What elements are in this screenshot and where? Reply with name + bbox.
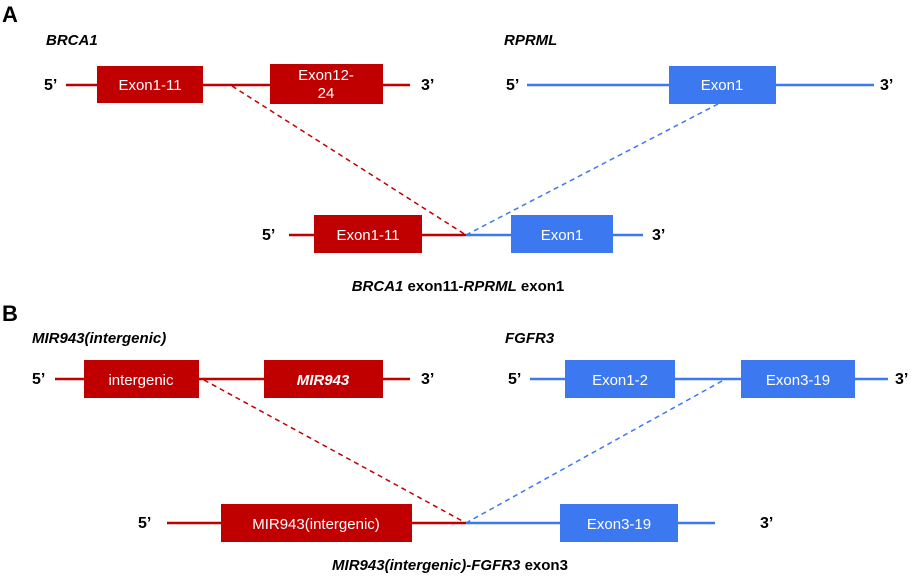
fgfr3-gene-name: FGFR3 [505, 330, 555, 347]
mir943-mir943-label: MIR943 [297, 372, 350, 389]
mir943-intergenic-label: intergenic [108, 372, 174, 389]
fusion-b-exon3-19-box [560, 504, 678, 542]
brca1-exon12-24-label-line2: 24 [318, 85, 335, 102]
brca1-exon1-11-label: Exon1-11 [118, 77, 181, 94]
fusion-a-caption-gene1: BRCA1 [352, 278, 404, 295]
fusion-a-caption-exon11: exon11- [403, 278, 463, 295]
brca1-exon12-24-label-line1: Exon12- [298, 67, 354, 84]
mir943-3prime: 3’ [421, 371, 434, 388]
fusion-b-3prime: 3’ [760, 515, 773, 532]
brca1-exon1-11-box [97, 66, 203, 103]
fusion-a-caption-exon1: exon1 [517, 278, 565, 295]
fusion-b-5prime: 5’ [138, 515, 151, 532]
brca1-gene-name: BRCA1 [46, 32, 98, 49]
brca1-3prime: 3’ [421, 77, 434, 94]
mir943-breakpoint-dashed-line [203, 379, 467, 524]
fusion-a-exon1-11-box [314, 215, 422, 253]
fgfr3-5prime: 5’ [508, 371, 521, 388]
fusion-b-caption-exon3: exon3 [520, 557, 568, 574]
fusion-b-exon3-19-label: Exon3-19 [587, 516, 651, 533]
rprml-5prime: 5’ [506, 77, 519, 94]
fgfr3-exon3-19-label: Exon3-19 [766, 372, 830, 389]
rprml-gene-name: RPRML [504, 32, 557, 49]
rprml-exon1-box [669, 66, 776, 104]
fusion-b-mir943-label: MIR943(intergenic) [252, 516, 380, 533]
panel-a-letter: A [2, 2, 18, 27]
mir943-mir943-box [264, 360, 383, 398]
fgfr3-breakpoint-dashed-line [465, 380, 723, 524]
fgfr3-3prime: 3’ [895, 371, 908, 388]
mir943-intergenic-box [84, 360, 199, 398]
fgfr3-exon1-2-label: Exon1-2 [592, 372, 648, 389]
fusion-a-5prime: 5’ [262, 227, 275, 244]
rprml-3prime: 3’ [880, 77, 893, 94]
fusion-a-caption-gene2: RPRML [463, 278, 516, 295]
fusion-b-caption-genes: MIR943(intergenic)-FGFR3 [332, 557, 521, 574]
mir943-5prime: 5’ [32, 371, 45, 388]
brca1-exon12-24-box [270, 64, 383, 104]
fusion-a-exon1-label: Exon1 [541, 227, 584, 244]
brca1-breakpoint-dashed-line [231, 85, 467, 236]
mir943-gene-name: MIR943(intergenic) [32, 330, 166, 347]
rprml-exon1-label: Exon1 [701, 77, 744, 94]
rprml-breakpoint-dashed-line [465, 103, 719, 236]
fusion-b-mir943-box [221, 504, 412, 542]
brca1-5prime: 5’ [44, 77, 57, 94]
fusion-a-exon1-11-label: Exon1-11 [336, 227, 399, 244]
fgfr3-exon1-2-box [565, 360, 675, 398]
fusion-a-3prime: 3’ [652, 227, 665, 244]
fusion-a-caption: BRCA1 exon11-RPRML exon1 [352, 278, 565, 295]
fusion-a-exon1-box [511, 215, 613, 253]
fusion-b-caption: MIR943(intergenic)-FGFR3 exon3 [332, 557, 568, 574]
panel-b-letter: B [2, 301, 18, 326]
fgfr3-exon3-19-box [741, 360, 855, 398]
